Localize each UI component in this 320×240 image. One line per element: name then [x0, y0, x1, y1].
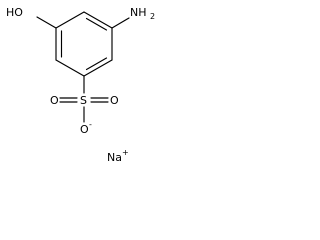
bond-ring-to-hydroxyl [36, 16, 57, 29]
atom-label-amino: NH 2 [130, 6, 155, 21]
ring-double-bond-upper-right [85, 17, 108, 31]
atom-label-hydroxyl: HO [6, 6, 23, 19]
atom-label-oxygen-bottom: O - [80, 120, 92, 136]
ring-bond-bottom-left [55, 59, 85, 77]
ring-bond-top-right [83, 11, 113, 29]
bond-ring-to-amino [111, 17, 130, 29]
atom-label-oxygen-bottom-main: O [80, 123, 89, 136]
benzene-ring [55, 11, 113, 77]
atom-label-oxygen-left: O [50, 94, 59, 107]
atom-label-oxygen-bottom-charge: - [89, 120, 92, 129]
ring-bond-bottom-right [83, 59, 113, 77]
atom-label-amino-subscript: 2 [150, 12, 155, 21]
atom-label-sulfur: S [80, 94, 87, 107]
atom-label-oxygen-right: O [110, 94, 119, 107]
atom-label-sodium-main: Na [107, 151, 122, 164]
ring-bond-top-left [55, 11, 85, 29]
atom-label-amino-main: NH [130, 6, 147, 19]
ring-double-bond-lower-right [85, 57, 108, 71]
atom-label-sodium-charge: + [122, 148, 129, 157]
molecule-structure-diagram: HO NH 2 S O O O - Na + [6, 6, 155, 164]
atom-label-sodium: Na + [107, 148, 129, 164]
